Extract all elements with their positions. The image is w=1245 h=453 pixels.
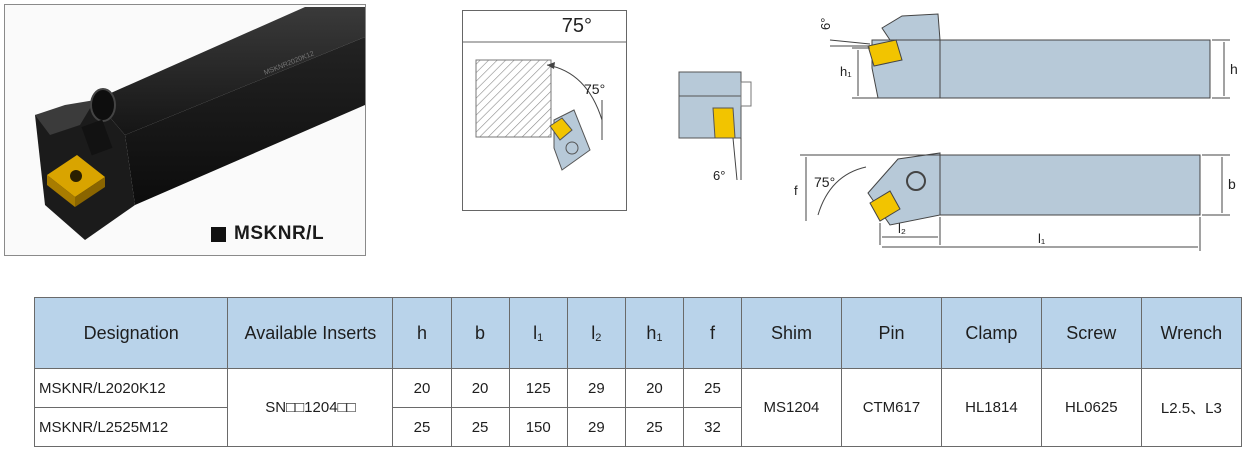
table-row: MSKNR/L2020K12 SN□□1204□□ 20 20 125 29 2… bbox=[33, 368, 1243, 447]
cell-l1: 125 bbox=[508, 368, 568, 408]
table-header-row: Designation Available Inserts h b l1 l2 … bbox=[33, 297, 1243, 369]
dim-l2-label: l₂ bbox=[898, 221, 906, 236]
col-h1: h1 bbox=[624, 297, 684, 369]
col-l1-main: l bbox=[533, 322, 538, 343]
col-h: h bbox=[392, 297, 452, 369]
spec-table: Designation Available Inserts h b l1 l2 … bbox=[33, 297, 1243, 447]
dim-l1-label: l₁ bbox=[1038, 231, 1046, 246]
cell-designation: MSKNR/L2020K12 bbox=[33, 368, 229, 408]
side-view-drawing: h h₁ 6° bbox=[800, 8, 1245, 108]
tool-holder-image: MSKNR2020K12 bbox=[35, 7, 365, 240]
col-l1: l1 bbox=[508, 297, 568, 369]
top-view-angle: 75° bbox=[814, 174, 835, 190]
col-inserts: Available Inserts bbox=[227, 297, 394, 369]
model-label-text: MSKNR/L bbox=[234, 223, 325, 244]
insert-side-angle: 6° bbox=[713, 168, 725, 183]
cell-h1: 20 bbox=[624, 368, 684, 408]
cell-l2: 29 bbox=[566, 407, 626, 447]
table-row: MSKNR/L2525M12 25 25 150 29 25 32 bbox=[33, 407, 1242, 447]
dim-f-label: f bbox=[794, 183, 798, 198]
col-f: f bbox=[682, 297, 742, 369]
inner-angle-label: 75° bbox=[584, 81, 605, 97]
dim-b-label: b bbox=[1228, 176, 1236, 192]
square-icon bbox=[211, 226, 226, 242]
cell-shim: MS1204 bbox=[740, 368, 842, 447]
angle-box-drawing: 75° bbox=[462, 10, 630, 220]
cell-f: 32 bbox=[682, 407, 742, 447]
cell-designation: MSKNR/L2525M12 bbox=[33, 407, 229, 447]
top-view-drawing: b f 75° l₂ l₁ bbox=[790, 145, 1245, 260]
cell-h: 20 bbox=[392, 368, 452, 408]
cell-l2: 29 bbox=[566, 368, 626, 408]
col-shim: Shim bbox=[740, 297, 842, 369]
col-h1-sub: 1 bbox=[656, 331, 663, 344]
col-screw: Screw bbox=[1040, 297, 1142, 369]
side-view-angle: 6° bbox=[818, 18, 833, 30]
col-pin: Pin bbox=[840, 297, 942, 369]
col-designation: Designation bbox=[33, 297, 229, 369]
cell-wrench: L2.5、L3 bbox=[1140, 368, 1243, 447]
cell-inserts: SN□□1204□□ bbox=[227, 368, 394, 447]
col-wrench: Wrench bbox=[1140, 297, 1243, 369]
col-h1-main: h bbox=[646, 322, 657, 343]
col-b: b bbox=[450, 297, 510, 369]
dim-h-label: h bbox=[1230, 61, 1238, 77]
cell-clamp: HL1814 bbox=[940, 368, 1042, 447]
insert-side-drawing: 6° bbox=[675, 68, 765, 198]
col-clamp: Clamp bbox=[940, 297, 1042, 369]
cell-l1: 150 bbox=[508, 407, 568, 447]
cell-b: 20 bbox=[450, 368, 510, 408]
cell-b: 25 bbox=[450, 407, 510, 447]
col-l2: l2 bbox=[566, 297, 626, 369]
cell-pin: CTM617 bbox=[840, 368, 942, 447]
angle-box-title: 75° bbox=[561, 15, 592, 37]
cell-f: 25 bbox=[682, 368, 742, 408]
col-l2-sub: 2 bbox=[595, 331, 602, 344]
col-l1-sub: 1 bbox=[537, 331, 544, 344]
cell-h: 25 bbox=[392, 407, 452, 447]
col-l2-main: l bbox=[591, 322, 596, 343]
product-photo: MSKNR2020K12 MSKNR/L bbox=[4, 4, 366, 256]
cell-screw: HL0625 bbox=[1040, 368, 1142, 447]
model-label: MSKNR/L bbox=[211, 223, 324, 245]
cell-h1: 25 bbox=[624, 407, 684, 447]
dim-h1-label: h₁ bbox=[840, 64, 852, 79]
